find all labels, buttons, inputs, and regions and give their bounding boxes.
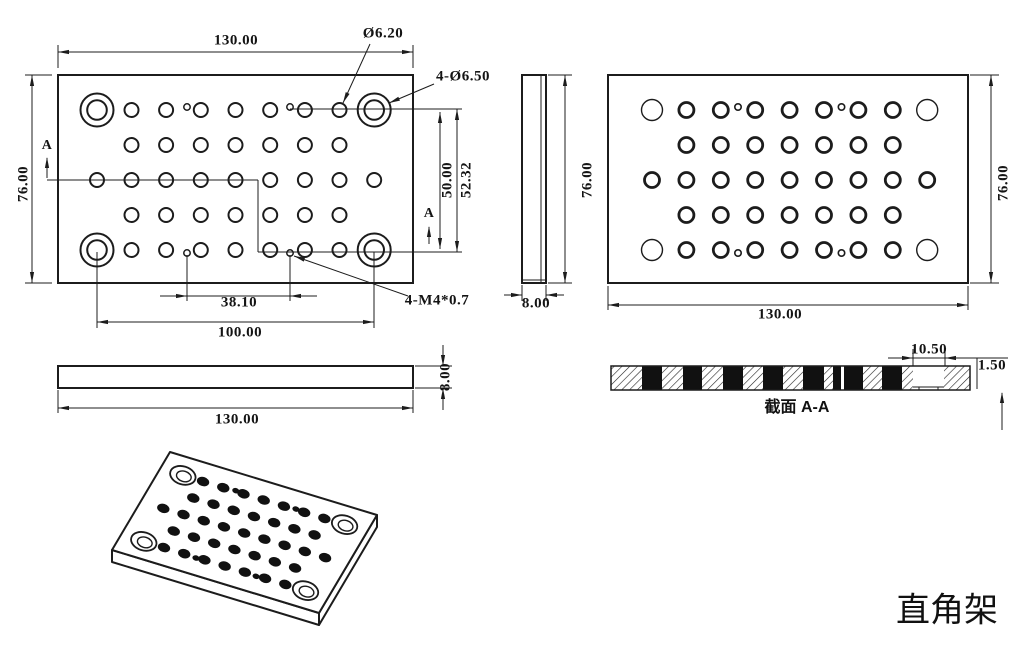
dim-back-width: 130.00 [757, 306, 803, 323]
dim-back-height: 76.00 [995, 164, 1012, 202]
views-and-dimension-lines [25, 43, 1008, 430]
dim-side-height: 76.00 [579, 161, 596, 199]
dim-bottom-thickness: 8.00 [437, 362, 454, 392]
dim-38-10: 38.10 [220, 294, 258, 311]
section-mark-a-left: A [41, 138, 53, 153]
dim-counterbore-depth: 1.50 [977, 357, 1007, 374]
dim-counterbore-width: 10.50 [910, 341, 948, 358]
dim-52-32: 52.32 [458, 161, 475, 199]
dim-bottom-width: 130.00 [214, 411, 260, 428]
part-name: 直角架 [896, 591, 998, 630]
back-view-holes [640, 98, 939, 262]
dim-100: 100.00 [217, 324, 263, 341]
dim-front-width: 130.00 [213, 32, 259, 49]
isometric-3d-view [111, 451, 378, 626]
dim-front-height: 76.00 [15, 165, 32, 203]
dim-side-thickness: 8.00 [521, 295, 551, 312]
section-view-hatching [611, 366, 970, 390]
section-title: 截面 A-A [764, 399, 830, 416]
dim-thread-callout: 4-M4*0.7 [404, 292, 470, 309]
dim-50: 50.00 [439, 161, 456, 199]
section-mark-a-right: A [423, 206, 435, 221]
dim-hole-diameter: Ø6.20 [362, 25, 404, 42]
dim-counterbore-holes: 4-Ø6.50 [436, 68, 490, 85]
